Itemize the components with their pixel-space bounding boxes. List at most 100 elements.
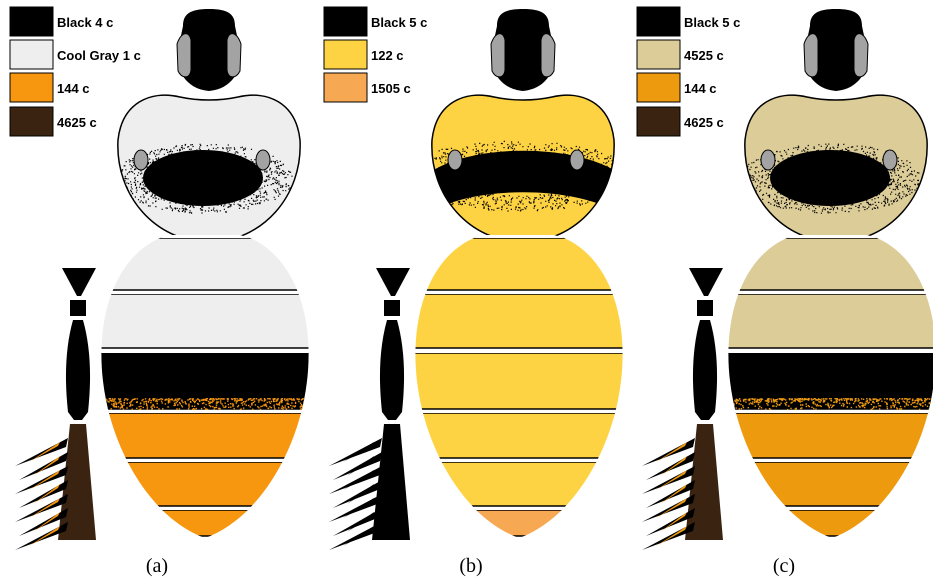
tegula-icon [883, 150, 897, 170]
legend-label: 4525 c [684, 48, 724, 63]
abdomen [717, 232, 933, 538]
leg-coxa [689, 268, 723, 296]
leg-coxa [376, 268, 410, 296]
compound-eye-icon [491, 34, 505, 77]
legend-item: 122 c [324, 40, 404, 69]
tegula-icon [761, 150, 775, 170]
segment-gap [90, 459, 320, 462]
legend-item: 144 c [637, 73, 717, 102]
tegula-icon [570, 150, 584, 170]
segment-gap [404, 459, 634, 462]
segment-gap [717, 235, 933, 238]
tergite-segment [404, 510, 634, 536]
compound-eye-icon [177, 34, 191, 77]
legend-label: Cool Gray 1 c [57, 48, 141, 63]
tergite-segment [717, 462, 933, 506]
thorax [399, 95, 634, 242]
segment-gap [717, 507, 933, 510]
panel-b: Black 5 c 122 c 1505 c (b) [324, 7, 634, 577]
segment-gap [90, 291, 320, 294]
tergite-segment [717, 294, 933, 348]
tegula-icon [134, 150, 148, 170]
legend-item: 1505 c [324, 73, 411, 102]
legend-label: Black 5 c [684, 15, 740, 30]
tergite-segment [90, 510, 320, 536]
thorax [741, 95, 927, 242]
tergite-segment [717, 238, 933, 290]
tergite-segment [404, 238, 634, 290]
segment-gap [404, 410, 634, 413]
tergite-segment [90, 462, 320, 506]
segment-gap [90, 507, 320, 510]
tergite-segment [717, 510, 933, 536]
tergite-segment [717, 413, 933, 458]
abdomen-segments [404, 235, 634, 536]
legend-swatch [10, 40, 53, 69]
compound-eye-icon [227, 34, 241, 77]
compound-eye-icon [541, 34, 555, 77]
abdomen-segments [717, 235, 933, 536]
tergite-segment [90, 413, 320, 458]
segment-gap [717, 291, 933, 294]
segment-gap [404, 350, 634, 353]
legend-swatch [10, 73, 53, 102]
tergite-segment [404, 413, 634, 458]
leg-trochanter [70, 300, 86, 316]
compound-eye-icon [854, 34, 868, 77]
leg-femur [693, 320, 717, 420]
panel-c: Black 5 c4525 c144 c4625 c(c) [637, 7, 933, 577]
segment-gap [404, 291, 634, 294]
head [491, 9, 555, 91]
legend-label: 144 c [57, 81, 90, 96]
tegula-icon [256, 150, 270, 170]
legend-item: Black 5 c [324, 7, 427, 36]
color-legend: Black 5 c 4525 c 144 c 4625 c [637, 7, 740, 136]
legend-label: 144 c [684, 81, 717, 96]
segment-gap [717, 350, 933, 353]
panel-caption: (b) [459, 555, 482, 577]
hind-leg [642, 268, 723, 550]
color-legend: Black 5 c 122 c 1505 c [324, 7, 427, 102]
legend-label: 4625 c [684, 115, 724, 130]
legend-item: 144 c [10, 73, 90, 102]
legend-swatch [10, 107, 53, 136]
tergite-segment [90, 238, 320, 290]
compound-eye-icon [804, 34, 818, 77]
leg-femur [66, 320, 90, 420]
legend-swatch [324, 40, 367, 69]
legend-label: 4625 c [57, 115, 97, 130]
legend-swatch [637, 40, 680, 69]
legend-swatch [324, 7, 367, 36]
color-legend: Black 4 c Cool Gray 1 c 144 c 4625 c [10, 7, 141, 136]
hind-leg [15, 268, 96, 550]
head [177, 9, 241, 91]
legend-item: 4525 c [637, 40, 724, 69]
leg-femur [380, 320, 404, 420]
segment-gap [404, 235, 634, 238]
segment-gap [717, 410, 933, 413]
tegula-icon [448, 150, 462, 170]
legend-swatch [10, 7, 53, 36]
abdomen-segments [90, 235, 320, 536]
abdomen [404, 232, 634, 538]
legend-item: Black 4 c [10, 7, 113, 36]
legend-label: 122 c [371, 48, 404, 63]
segment-gap [90, 350, 320, 353]
tergite-segment [404, 353, 634, 409]
legend-swatch [637, 107, 680, 136]
tergite-segment [404, 462, 634, 506]
legend-label: Black 5 c [371, 15, 427, 30]
legend-item: 4625 c [10, 107, 97, 136]
leg-trochanter [697, 300, 713, 316]
hind-leg [329, 268, 410, 550]
legend-item: Black 5 c [637, 7, 740, 36]
segment-gap [404, 507, 634, 510]
legend-item: Cool Gray 1 c [10, 40, 141, 69]
legend-label: 1505 c [371, 81, 411, 96]
legend-swatch [637, 73, 680, 102]
tergite-segment [404, 294, 634, 348]
legend-swatch [637, 7, 680, 36]
legend-label: Black 4 c [57, 15, 113, 30]
